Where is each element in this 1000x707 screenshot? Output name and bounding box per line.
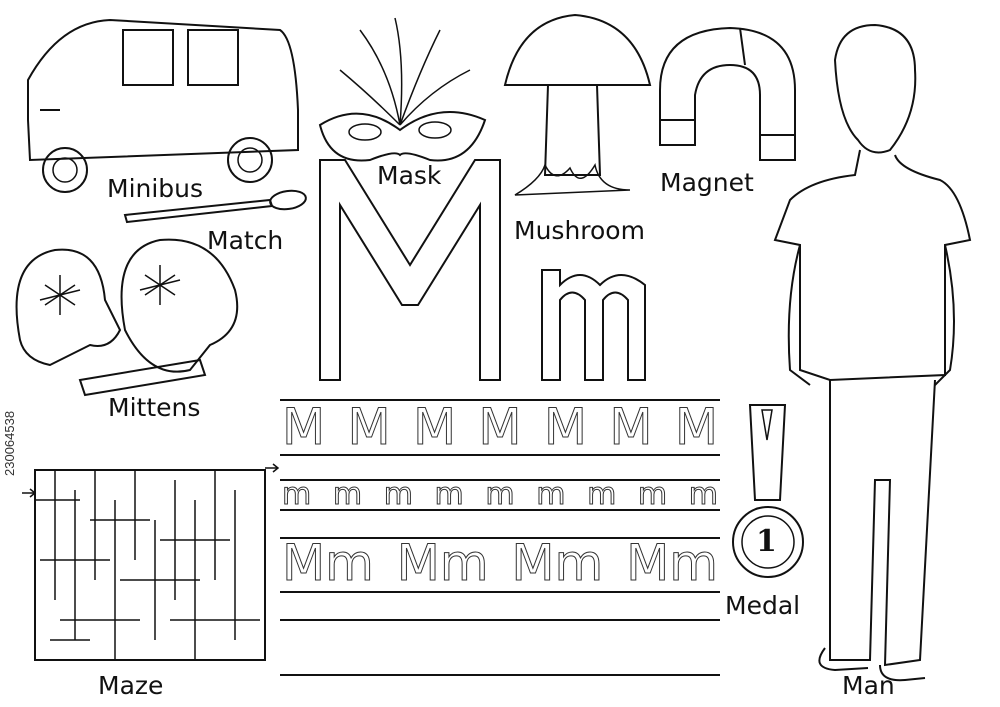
trace-letter: m	[383, 477, 413, 512]
trace-row-pairs: Mm Mm Mm Mm	[282, 534, 719, 592]
label-magnet: Magnet	[660, 168, 754, 197]
mask-icon	[318, 17, 487, 162]
match-icon	[123, 189, 307, 224]
label-mushroom: Mushroom	[514, 216, 645, 245]
label-mask: Mask	[377, 161, 442, 190]
trace-letter: m	[485, 477, 515, 512]
trace-letter: m	[332, 477, 363, 512]
trace-letter: m	[281, 477, 312, 512]
maze-icon	[22, 463, 280, 661]
trace-letter: M	[412, 398, 457, 456]
trace-letter: m	[637, 477, 668, 512]
trace-letter: M	[281, 398, 326, 456]
label-match: Match	[207, 226, 284, 255]
big-letter-m	[319, 159, 501, 381]
trace-letter: m	[688, 477, 718, 512]
mittens-icon	[15, 238, 239, 397]
label-maze: Maze	[98, 671, 164, 700]
trace-letter: Mm	[626, 534, 719, 592]
magnet-icon	[659, 26, 796, 161]
trace-letter: m	[536, 477, 566, 512]
trace-letter: M	[674, 398, 718, 456]
trace-letter: m	[434, 477, 464, 512]
minibus-icon	[27, 18, 299, 193]
trace-letter: Mm	[396, 534, 489, 592]
trace-letter: M	[543, 398, 588, 456]
trace-letter: M	[609, 398, 653, 456]
trace-letter: Mm	[511, 534, 604, 592]
small-letter-m	[541, 269, 646, 381]
man-icon	[773, 23, 972, 682]
label-man: Man	[842, 671, 895, 700]
medal-number: 1	[756, 524, 777, 559]
trace-letter: M	[478, 398, 522, 456]
medal-icon	[732, 404, 804, 578]
stock-id: 230064538	[2, 410, 17, 476]
mushroom-icon	[503, 13, 652, 196]
trace-letter: Mm	[282, 534, 375, 592]
tracing-guides	[280, 399, 720, 676]
label-mittens: Mittens	[108, 393, 201, 422]
trace-letter: m	[587, 477, 617, 512]
label-minibus: Minibus	[107, 174, 204, 203]
label-medal: Medal	[725, 591, 801, 620]
trace-letter: M	[347, 398, 391, 456]
